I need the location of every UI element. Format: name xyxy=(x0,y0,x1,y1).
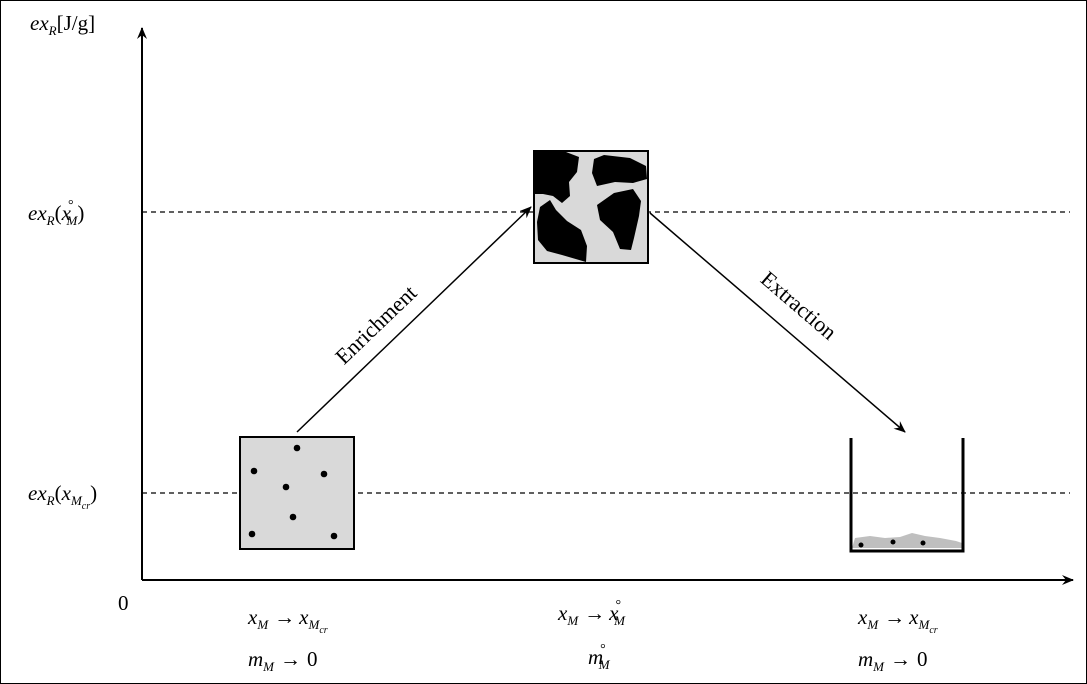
enrichment-arrow xyxy=(296,206,532,433)
state-right-annotation: xM→xMcr mM→0 xyxy=(857,605,938,674)
svg-text:mM→0: mM→0 xyxy=(248,647,318,674)
y-axis-label: exR[J/g] xyxy=(30,11,95,38)
extraction-arrow xyxy=(649,212,906,433)
svg-text:m°M: m°M xyxy=(588,642,611,672)
dispersed-resource-box xyxy=(239,436,355,550)
svg-text:xM→x°M: xM→x°M xyxy=(557,598,626,628)
origin-label: 0 xyxy=(118,591,129,615)
extraction-container xyxy=(849,438,965,553)
extraction-label: Extraction xyxy=(756,266,842,345)
upper-level-label: exR(x°M) xyxy=(28,198,84,228)
ore-deposit-box xyxy=(533,150,649,264)
svg-text:mM→0: mM→0 xyxy=(858,647,928,674)
svg-text:xM→xMcr: xM→xMcr xyxy=(857,605,938,636)
state-left-annotation: xM→xMcr mM→0 xyxy=(247,605,328,674)
lower-level-label: exR(xMcr) xyxy=(28,481,97,512)
state-middle-annotation: xM→x°M m°M xyxy=(557,598,626,672)
svg-text:xM→xMcr: xM→xMcr xyxy=(247,605,328,636)
